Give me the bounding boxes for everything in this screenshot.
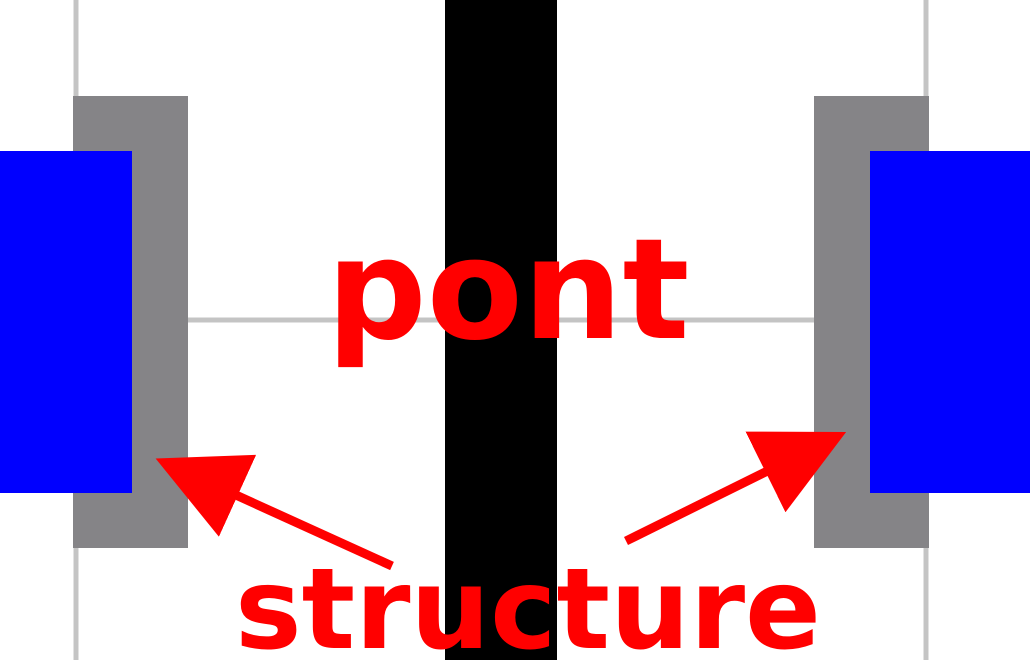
top-label: pont — [327, 209, 690, 372]
central-beam — [445, 0, 557, 660]
right-arrow — [624, 431, 847, 546]
bottom-label: structure — [235, 545, 821, 660]
left-arrow — [155, 454, 394, 571]
left-block — [0, 151, 132, 493]
right-block — [870, 151, 1030, 493]
